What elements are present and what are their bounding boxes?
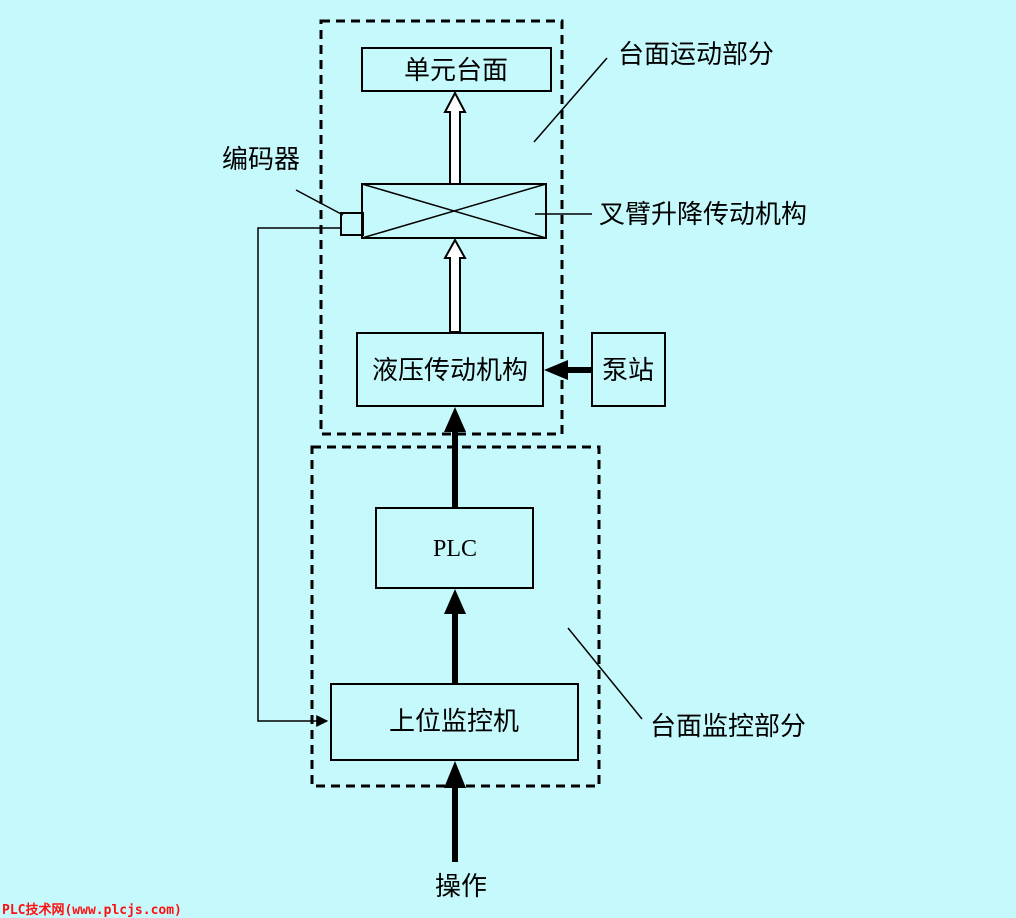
leader-table-monitor [567,627,643,720]
watermark-text: PLC技术网(www.plcjs.com) [2,903,182,918]
fork-arm-box [361,183,547,239]
annotation-encoder: 编码器 [222,145,300,175]
annotation-operation: 操作 [435,872,487,902]
hydraulic-box [356,332,544,407]
plc-label: PLC [433,536,477,562]
unit-table-label: 单元台面 [404,56,508,86]
pump-station-label: 泵站 [602,356,654,386]
hollow-arrow-hydraulic-to-fork [443,237,467,333]
hollow-arrow-fork-to-table [443,90,467,185]
annotation-fork-arm-mechanism: 叉臂升降传动机构 [599,200,807,230]
arrow-host-to-plc [444,589,466,684]
arrow-operation-to-host [444,761,466,862]
annotation-table-motion: 台面运动部分 [618,40,774,70]
hydraulic-label: 液压传动机构 [372,356,528,386]
encoder-box [340,212,364,236]
host-computer-label: 上位监控机 [389,707,519,737]
arrow-pump-to-hydraulic [544,360,592,380]
arrow-plc-to-hydraulic [444,407,466,508]
annotation-table-monitor: 台面监控部分 [650,712,806,742]
encoder-feedback-line [257,227,341,727]
unit-table-box [361,47,552,92]
leader-encoder [295,189,344,216]
leader-table-motion [533,57,608,143]
